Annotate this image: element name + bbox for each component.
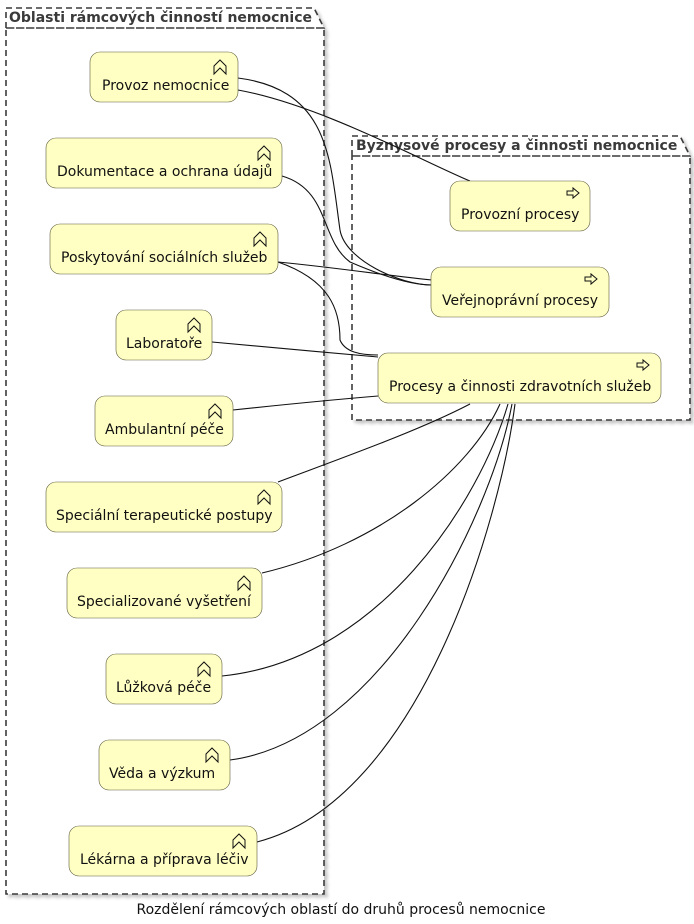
function-icon — [205, 747, 219, 764]
edge-socialni-verejnopravni — [277, 261, 433, 281]
process-icon — [584, 272, 598, 286]
process-node-provozni[interactable]: Provozní procesy — [449, 180, 591, 232]
function-node-ambulantni[interactable]: Ambulantní péče — [94, 395, 234, 447]
process-node-verejnopravni[interactable]: Veřejnoprávní procesy — [430, 266, 610, 318]
function-node-provoz[interactable]: Provoz nemocnice — [89, 51, 239, 103]
process-label-zdravotni: Procesy a činnosti zdravotních služeb — [389, 379, 651, 395]
function-label-provoz: Provoz nemocnice — [102, 78, 229, 94]
edge-veda-zdravotni — [229, 403, 513, 761]
edge-dokumentace-verejnopravni — [281, 175, 433, 286]
function-label-lekarna: Lékárna a příprava léčiv — [80, 852, 249, 868]
edge-lekarna-zdravotni — [256, 403, 516, 843]
function-label-ambulantni: Ambulantní péče — [105, 422, 224, 438]
function-node-vysetreni[interactable]: Specializované vyšetření — [66, 567, 263, 619]
function-label-vysetreni: Specializované vyšetření — [77, 594, 252, 610]
function-node-terapeuticke[interactable]: Speciální terapeutické postupy — [45, 481, 283, 533]
package-left-title: Oblasti rámcových činností nemocnice — [9, 10, 312, 26]
function-label-dokumentace: Dokumentace a ochrana údajů — [57, 164, 272, 180]
function-node-dokumentace[interactable]: Dokumentace a ochrana údajů — [45, 137, 283, 189]
function-node-lekarna[interactable]: Lékárna a příprava léčiv — [68, 825, 258, 877]
process-icon — [636, 358, 650, 372]
function-icon — [213, 59, 227, 76]
process-icon — [566, 186, 580, 200]
package-right-title: Byznysové procesy a činnosti nemocnice — [356, 138, 677, 154]
function-icon — [253, 231, 267, 248]
function-label-veda: Věda a výzkum — [109, 766, 215, 782]
function-icon — [257, 489, 271, 506]
function-icon — [208, 403, 222, 420]
function-icon — [197, 661, 211, 678]
function-icon — [237, 575, 251, 592]
edge-laboratore-zdravotni — [211, 341, 379, 358]
edge-terapeuticke-zdravotni — [277, 403, 471, 483]
diagram-caption: Rozdělení rámcových oblastí do druhů pro… — [136, 902, 545, 918]
function-icon — [187, 317, 201, 334]
function-label-terapeuticke: Speciální terapeutické postupy — [56, 508, 273, 524]
edge-luzkova-zdravotni — [221, 403, 509, 677]
edges — [211, 77, 516, 843]
process-label-provozni: Provozní procesy — [461, 207, 579, 223]
function-node-veda[interactable]: Věda a výzkum — [98, 739, 231, 791]
process-label-verejnopravni: Veřejnoprávní procesy — [442, 293, 598, 309]
function-label-laboratore: Laboratoře — [126, 336, 202, 352]
edge-ambulantni-zdravotni — [232, 395, 379, 411]
function-icon — [232, 833, 246, 850]
function-node-luzkova[interactable]: Lůžková péče — [105, 653, 223, 705]
edge-provoz-provozni — [237, 89, 471, 182]
function-icon — [257, 145, 271, 162]
edge-provoz-verejnopravni — [237, 77, 433, 286]
function-label-luzkova: Lůžková péče — [116, 680, 211, 696]
edge-socialni-zdravotni — [277, 261, 379, 356]
edge-vysetreni-zdravotni — [261, 403, 501, 574]
function-node-socialni[interactable]: Poskytování sociálních služeb — [49, 223, 279, 275]
function-node-laboratore[interactable]: Laboratoře — [115, 309, 213, 361]
function-label-socialni: Poskytování sociálních služeb — [61, 250, 268, 266]
process-node-zdravotni[interactable]: Procesy a činnosti zdravotních služeb — [377, 352, 662, 404]
